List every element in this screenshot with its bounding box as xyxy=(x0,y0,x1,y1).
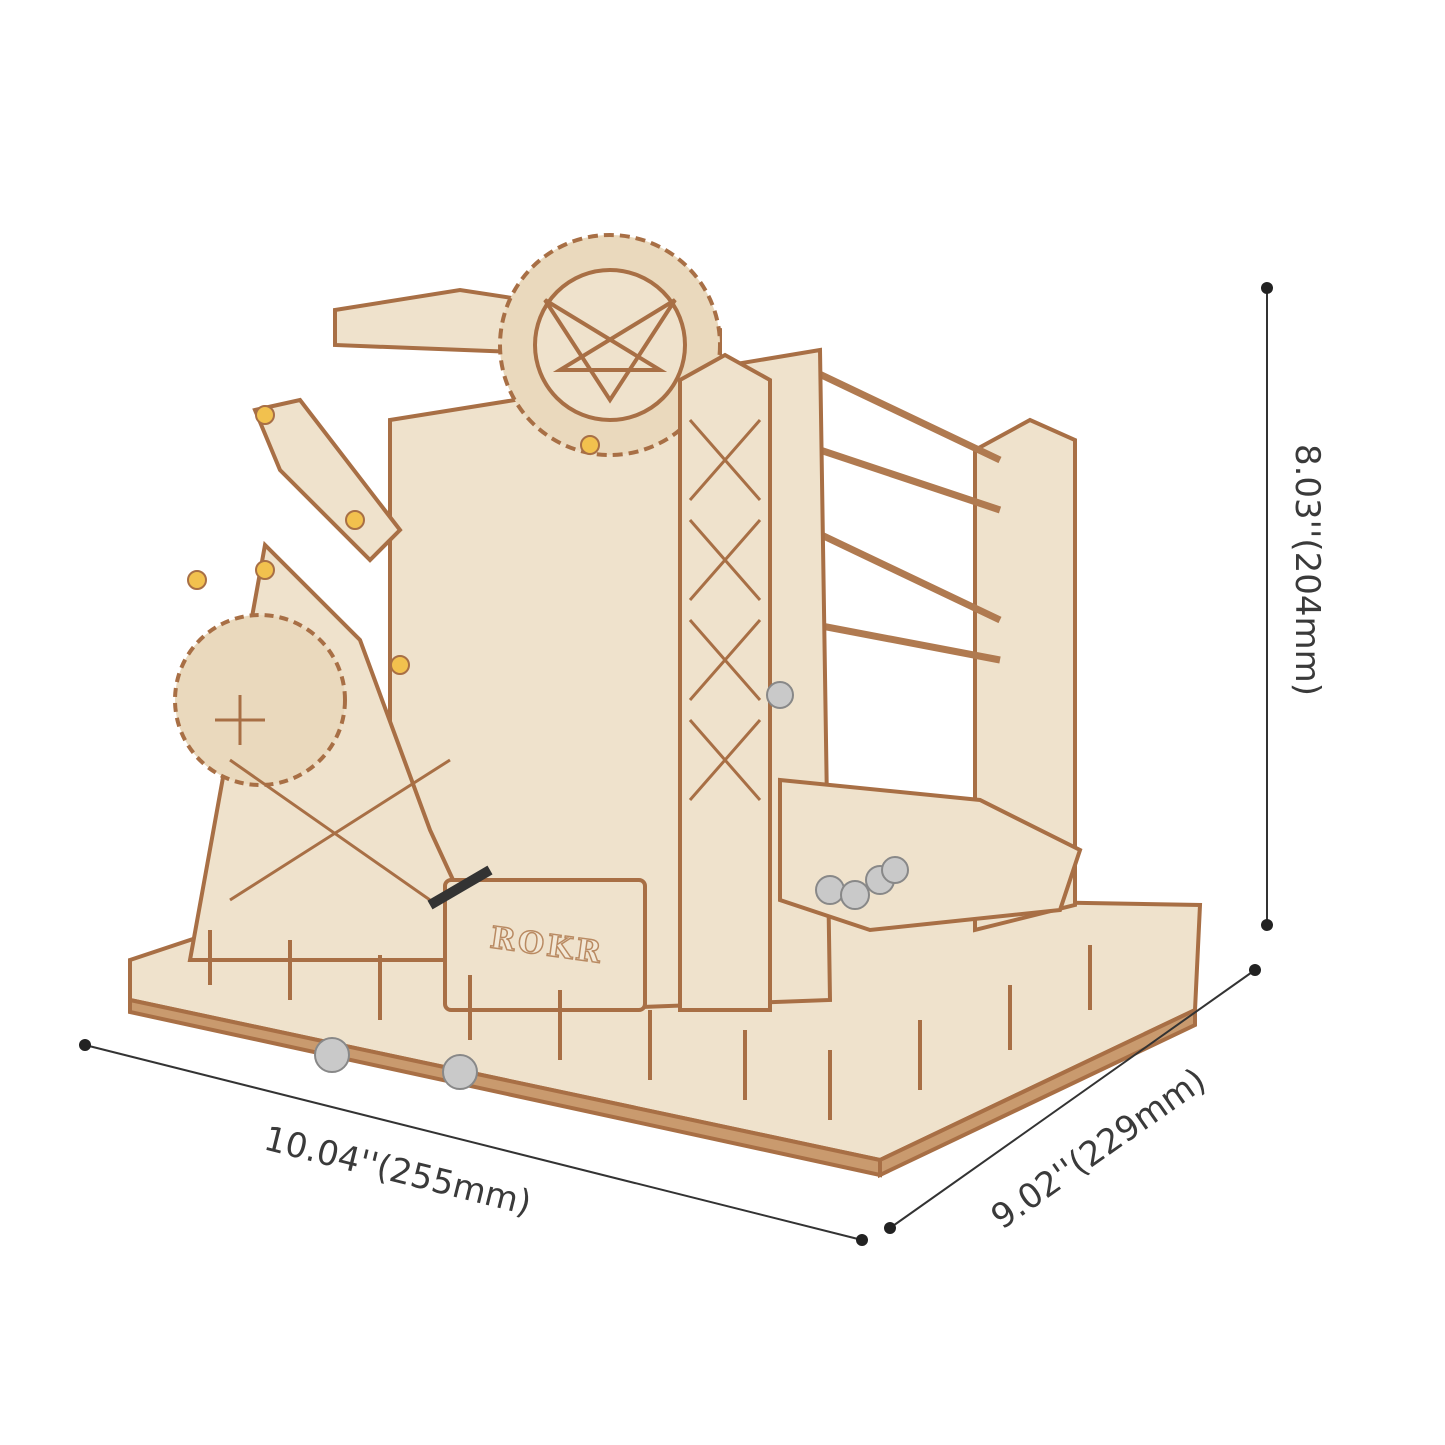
large-gear-hub xyxy=(533,268,687,422)
marble-run-model xyxy=(128,233,1203,1179)
width-label: 10.04''(255mm) xyxy=(260,1119,535,1224)
left-frame-bracing xyxy=(215,695,451,902)
gear-star xyxy=(543,298,677,404)
base-dividers xyxy=(208,930,1092,1120)
lift-tower xyxy=(678,352,772,1012)
base-side-edge xyxy=(878,1006,1197,1179)
yellow-pegs xyxy=(187,405,600,675)
left-gear xyxy=(173,613,347,787)
logo-panel xyxy=(443,878,647,1012)
height-dimension: 8.03''(204mm) xyxy=(1261,282,1327,931)
height-label: 8.03''(204mm) xyxy=(1287,444,1327,696)
upper-a-frame xyxy=(252,397,403,563)
steel-marbles xyxy=(314,681,909,1090)
crank-handle xyxy=(427,865,493,910)
lift-tower-bracing xyxy=(688,419,762,801)
